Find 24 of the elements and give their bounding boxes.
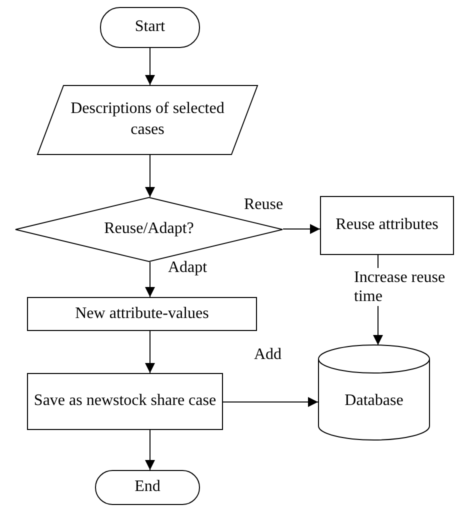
- start-terminal: [100, 7, 200, 48]
- node-label: Reuse/Adapt?: [104, 219, 194, 240]
- database-cylinder: [318, 345, 430, 440]
- process-box: [27, 297, 257, 331]
- node-label: Start: [134, 17, 166, 38]
- end-terminal: [95, 470, 200, 505]
- node-label: Save as newstock share case: [32, 391, 218, 412]
- process-box: [27, 373, 223, 430]
- arrow: [145, 262, 155, 298]
- arrow: [282, 224, 320, 234]
- arrow: [145, 48, 155, 86]
- edge-label: Adapt: [168, 258, 208, 278]
- arrow: [145, 330, 155, 374]
- arrow: [222, 397, 318, 407]
- process-box: [320, 196, 454, 255]
- input-parallelogram: [37, 85, 258, 155]
- decision-diamond: [15, 197, 283, 262]
- arrow: [145, 430, 155, 470]
- node-label: New attribute-values: [74, 304, 210, 324]
- node-label: Descriptions of selected cases: [70, 99, 226, 140]
- arrow: [145, 154, 155, 198]
- node-label: End: [134, 477, 160, 498]
- node-label: Reuse attributes: [334, 215, 440, 236]
- node-label: Database: [344, 391, 404, 412]
